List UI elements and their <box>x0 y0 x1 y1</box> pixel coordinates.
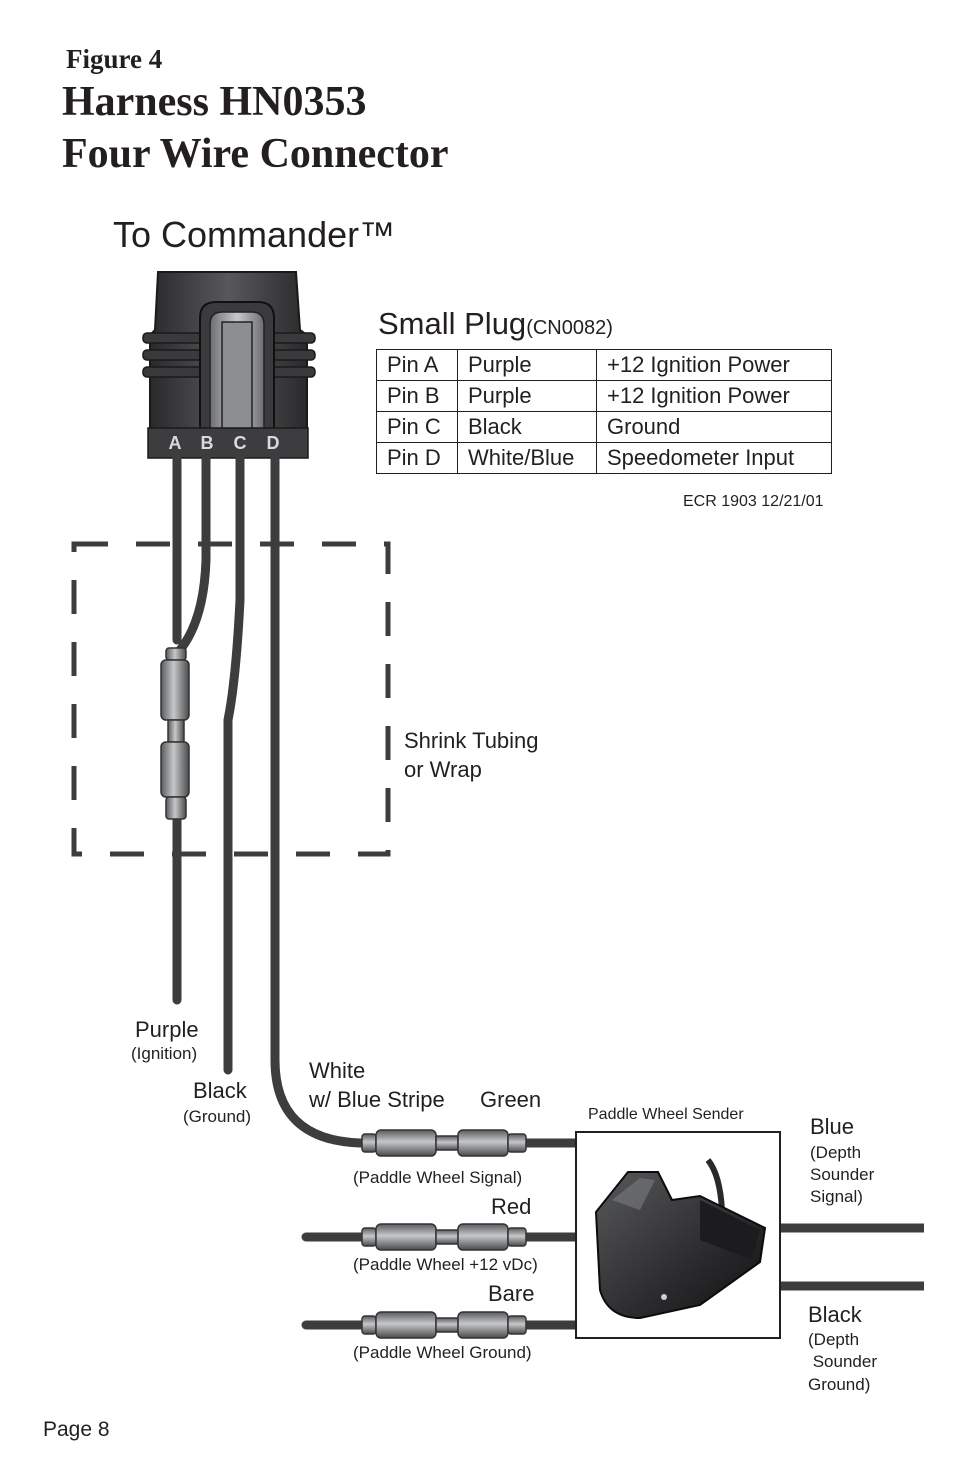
blue-wire-sublabel-2: Sounder <box>810 1165 875 1184</box>
pin-row: Pin A Purple +12 Ignition Power <box>376 349 832 381</box>
paddle-power-connector <box>361 1223 527 1251</box>
purple-wire-sublabel: (Ignition) <box>131 1044 198 1063</box>
bare-wire-label: Bare <box>488 1281 535 1306</box>
page-number: Page 8 <box>43 1418 110 1441</box>
pin-letter-c: C <box>234 433 247 453</box>
wire-bundle <box>172 453 375 1148</box>
paddle-ground-connector <box>361 1311 527 1339</box>
paddle-signal-connector <box>361 1129 527 1157</box>
pin-letter-d: D <box>267 433 280 453</box>
wire-pin-b <box>175 453 211 655</box>
wire-white-blue <box>270 453 375 1148</box>
sender-title: Paddle Wheel Sender <box>588 1106 744 1123</box>
paddle-wires <box>301 1138 924 1330</box>
pin-row: Pin C Black Ground <box>376 411 832 443</box>
blue-wire-sublabel-1: (Depth <box>810 1143 862 1162</box>
black-depth-sublabel-3: Ground) <box>808 1375 871 1394</box>
function-cell: Speedometer Input <box>596 442 832 474</box>
shrink-label-line-1: Shrink Tubing <box>404 728 539 753</box>
small-plug-part-number: (CN0082) <box>526 317 613 339</box>
paddle-ground-label: (Paddle Wheel Ground) <box>353 1343 532 1362</box>
shrink-tubing-area <box>71 541 391 857</box>
shrink-label-line-2: or Wrap <box>404 757 482 782</box>
paddle-wheel-sender-image <box>594 1158 767 1320</box>
white-wire-label-line-2: w/ Blue Stripe <box>309 1087 445 1112</box>
blue-wire-label: Blue <box>810 1114 855 1139</box>
pin-cell: Pin D <box>376 442 458 474</box>
black-depth-sublabel-2: Sounder <box>808 1352 877 1371</box>
figure-label: Figure 4 <box>66 44 163 74</box>
wire-black <box>223 453 245 1075</box>
function-cell: +12 Ignition Power <box>596 380 832 412</box>
pin-cell: Pin C <box>376 411 458 443</box>
destination-label: To Commander™ <box>113 214 396 255</box>
black-wire-label: Black <box>193 1078 247 1103</box>
purple-splice-connector <box>160 647 190 820</box>
paddle-power-label: (Paddle Wheel +12 vDc) <box>353 1255 538 1274</box>
pin-letter-a: A <box>169 433 182 453</box>
pin-row: Pin D White/Blue Speedometer Input <box>376 442 832 474</box>
pin-letter-b: B <box>201 433 214 453</box>
small-plug-name: Small Plug <box>378 306 527 341</box>
black-depth-wire-label: Black <box>808 1302 862 1327</box>
red-wire-label: Red <box>491 1194 532 1219</box>
purple-wire-label: Purple <box>135 1017 199 1042</box>
green-wire-label: Green <box>480 1087 542 1112</box>
pin-cell: Pin B <box>376 380 458 412</box>
black-depth-sublabel-1: (Depth <box>808 1330 860 1349</box>
small-plug-title: Small Plug(CN0082) <box>378 306 613 342</box>
white-wire-label-line-1: White <box>309 1058 366 1083</box>
function-cell: Ground <box>596 411 832 443</box>
black-wire-sublabel: (Ground) <box>183 1107 252 1126</box>
pin-table: Pin A Purple +12 Ignition Power Pin B Pu… <box>376 349 832 474</box>
blue-wire-sublabel-3: Signal) <box>810 1187 863 1206</box>
wire-color-cell: Black <box>457 411 597 443</box>
paddle-signal-label: (Paddle Wheel Signal) <box>353 1168 523 1187</box>
page-title-line-1: Harness HN0353 <box>62 79 367 125</box>
four-pin-connector <box>142 271 316 459</box>
function-cell: +12 Ignition Power <box>596 349 832 381</box>
wire-color-cell: White/Blue <box>457 442 597 474</box>
ecr-note: ECR 1903 12/21/01 <box>683 493 824 510</box>
page-title-line-2: Four Wire Connector <box>62 131 449 177</box>
